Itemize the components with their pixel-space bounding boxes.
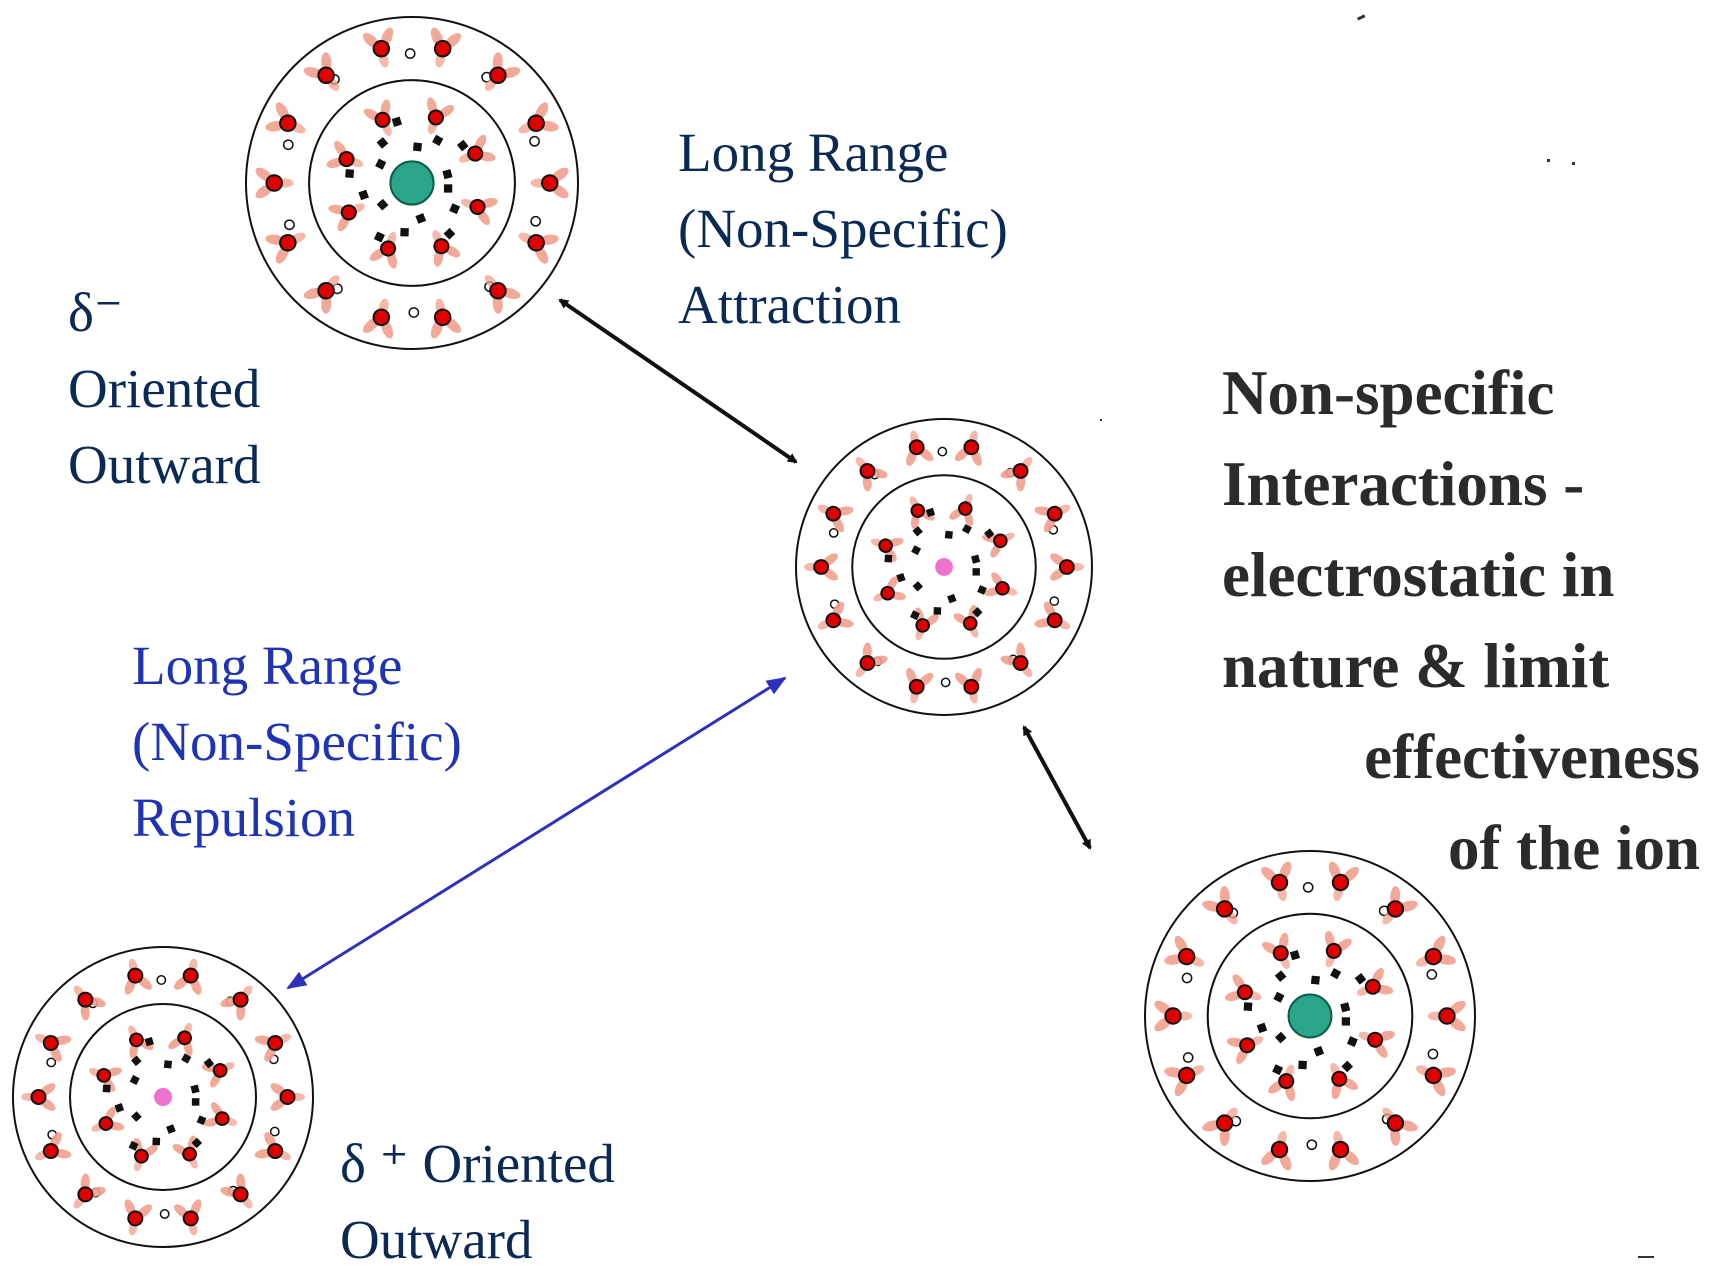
delta-minus-symbol: δ⁻ [68, 282, 123, 343]
repulsion-label-line-3: Repulsion [132, 787, 356, 848]
repulsion-label-line-1: Long Range [132, 635, 403, 696]
title-line-2: Interactions - [1222, 449, 1585, 519]
title-line-5: effectiveness [1364, 722, 1700, 792]
repulsion-label-line-2: (Non-Specific) [132, 711, 462, 772]
hydrated-cation-center [795, 418, 1093, 716]
delta-plus-label: δ ⁺ Oriented Outward [340, 1126, 615, 1278]
hydrated-anion-top-left [245, 16, 579, 350]
delta-minus-line-3: Outward [68, 434, 261, 495]
delta-minus-line-2: Oriented [68, 358, 261, 419]
attraction-arrow-bottom [1022, 725, 1092, 850]
repulsion-arrow [286, 676, 787, 990]
stray-marks [1100, 14, 1654, 1258]
attraction-label-line-3: Attraction [678, 274, 901, 335]
delta-plus-line-2: Outward [340, 1209, 533, 1270]
attraction-label: Long Range (Non-Specific) Attraction [678, 115, 1008, 343]
attraction-label-line-2: (Non-Specific) [678, 198, 1008, 259]
attraction-arrow-top [558, 298, 798, 464]
delta-plus-line-1: δ ⁺ Oriented [340, 1133, 615, 1194]
title-line-1: Non-specific [1222, 358, 1555, 428]
interaction-arrows [286, 298, 1092, 990]
slide-title: Non-specific Interactions - electrostati… [1222, 348, 1700, 894]
hydrated-cation-bottom-left [12, 946, 314, 1248]
hydrated-anion-bottom-right [1144, 850, 1476, 1182]
attraction-label-line-1: Long Range [678, 122, 949, 183]
delta-minus-label: δ⁻ Oriented Outward [68, 275, 260, 503]
title-line-6: of the ion [1448, 813, 1700, 883]
repulsion-label: Long Range (Non-Specific) Repulsion [132, 628, 462, 856]
title-line-4: nature & limit [1222, 631, 1610, 701]
title-line-3: electrostatic in [1222, 540, 1615, 610]
